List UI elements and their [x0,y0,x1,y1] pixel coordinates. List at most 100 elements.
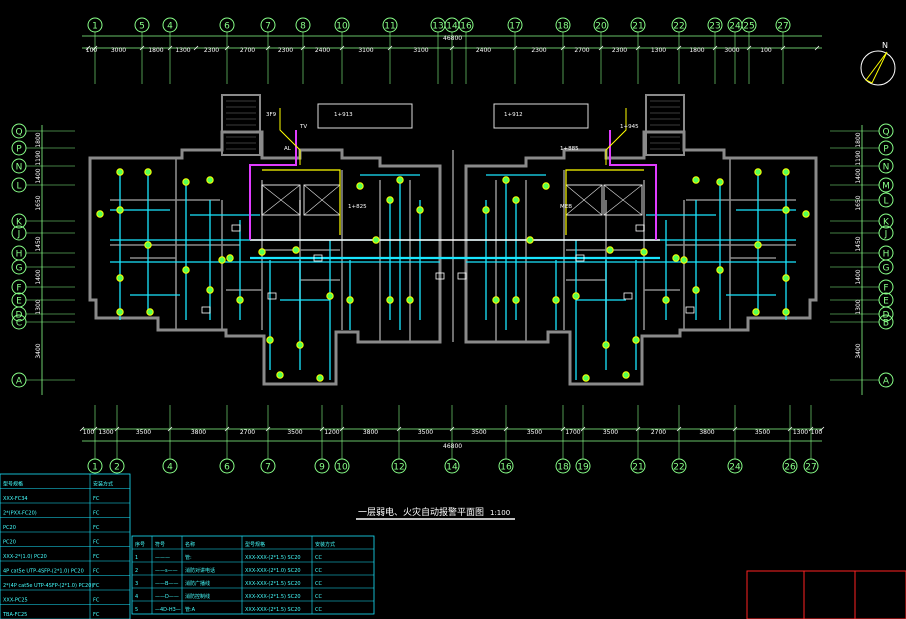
axis-label-bottom: 1 [92,463,98,473]
axis-label-left: Q [15,128,22,138]
dim-label-top: 2300 [531,47,546,54]
dim-tick [265,426,271,432]
detector-icon [146,308,154,316]
legend-devices-cell: 1 [135,555,138,561]
axis-label-bottom: 19 [577,463,589,473]
legend-devices-cell: —4D-H3— [155,607,181,613]
legend-cables-cell: XXX-2*(1.0) PC20 [3,554,47,560]
detector-icon [296,341,304,349]
detector-icon [292,246,300,254]
dim-label-top: 3000 [111,47,126,54]
detector-icon [416,206,424,214]
detector-icon [640,248,648,256]
detector-icon [512,196,520,204]
outer-wall-right [464,130,818,386]
dim-tick [635,426,641,432]
axis-label-top: 14 [446,22,458,32]
dim-tick [580,426,586,432]
dim-label-top: 1800 [148,47,163,54]
axis-label-bottom: 16 [500,463,512,473]
legend-devices-cell: ——s—— [155,568,178,574]
dim-label-right: 1650 [855,195,862,210]
axis-label-top: 17 [509,22,520,32]
axis-label-right: G [883,264,890,274]
detector-icon [582,374,590,382]
dim-label-bottom: 3800 [191,429,206,436]
dim-label-right: 1800 [855,132,862,147]
axis-label-right: P [883,145,889,155]
dim-label-top: 2400 [476,47,491,54]
axis-label-bottom: 21 [632,463,643,473]
axis-label-right: F [883,284,888,294]
dim-label-top: 2300 [204,47,219,54]
annotation-label: 1+913 [334,112,353,118]
dim-tick [224,45,230,51]
dim-tick [224,426,230,432]
detector-icon [326,292,334,300]
legend-devices-cell: 消防控制线 [185,593,210,600]
dim-tick [732,426,738,432]
legend-devices-cell: XXX-XXX-(2*1.5) SC20 [245,555,301,561]
axis-label-bottom: 22 [673,463,684,473]
dim-label-left: 1400 [35,269,42,284]
axis-label-left: G [16,264,23,274]
detector-icon [492,296,500,304]
legend-cables-cell: 2*(PXX-FC20) [3,511,37,517]
axis-label-top: 1 [92,22,98,32]
legend-cables-frame [0,473,131,619]
dim-tick [560,45,566,51]
detector-icon [372,236,380,244]
dim-tick [560,426,566,432]
legend-table-devices: 序号符号名称型号规格安装方式1———管:XXX-XXX-(2*1.5) SC20… [131,535,375,615]
shaft-x [303,184,341,216]
legend-cables-cell: PC20 [3,540,16,546]
detector-icon [218,256,226,264]
dim-tick [712,45,718,51]
detector-icon [116,168,124,176]
legend-cables-cell: FC [93,598,100,604]
dim-label-top: 2300 [612,47,627,54]
dim-label-bottom: 1300 [98,429,113,436]
dim-label-right: 1190 [855,150,862,165]
axis-label-right: A [883,377,890,387]
dim-label-right: 1400 [855,168,862,183]
dim-label-top: 1800 [689,47,704,54]
detector-icon [206,176,214,184]
dim-tick [676,45,682,51]
legend-devices-header: 符号 [155,541,165,548]
detector-icon [672,254,680,262]
dim-tick [139,45,145,51]
dim-label-bottom: 100 [83,429,95,436]
annotation-label: 1+825 [348,204,367,210]
detector-icon [116,308,124,316]
detector-icon [316,374,324,382]
axis-label-bottom: 10 [336,463,348,473]
dim-label-top: 100 [86,47,98,54]
dim-label-bottom: 3800 [363,429,378,436]
dim-tick [635,45,641,51]
detector-icon [386,296,394,304]
axis-label-top: 4 [167,22,173,32]
dim-label-bottom: 3800 [699,429,714,436]
legend-devices-header: 序号 [135,541,145,548]
shaft-x [261,184,301,216]
dim-label-top: 3000 [724,47,739,54]
axis-label-right: J [884,230,888,240]
detector-icon [182,266,190,274]
axis-label-top: 6 [224,22,230,32]
axis-label-right: N [883,163,890,173]
dim-tick [780,45,786,51]
axis-label-right: M [882,182,890,192]
detector-icon [502,176,510,184]
detector-icon [542,182,550,190]
dim-tick [814,45,820,51]
legend-devices-cell: XXX-XXX-(2*1.5) SC20 [245,581,301,587]
axis-label-bottom: 12 [393,463,404,473]
floor-plan [88,94,818,386]
annotation-label: 1+885 [560,146,579,152]
axis-label-left: J [17,230,21,240]
dim-tick [167,45,173,51]
legend-devices-cell: ——— [155,555,170,561]
